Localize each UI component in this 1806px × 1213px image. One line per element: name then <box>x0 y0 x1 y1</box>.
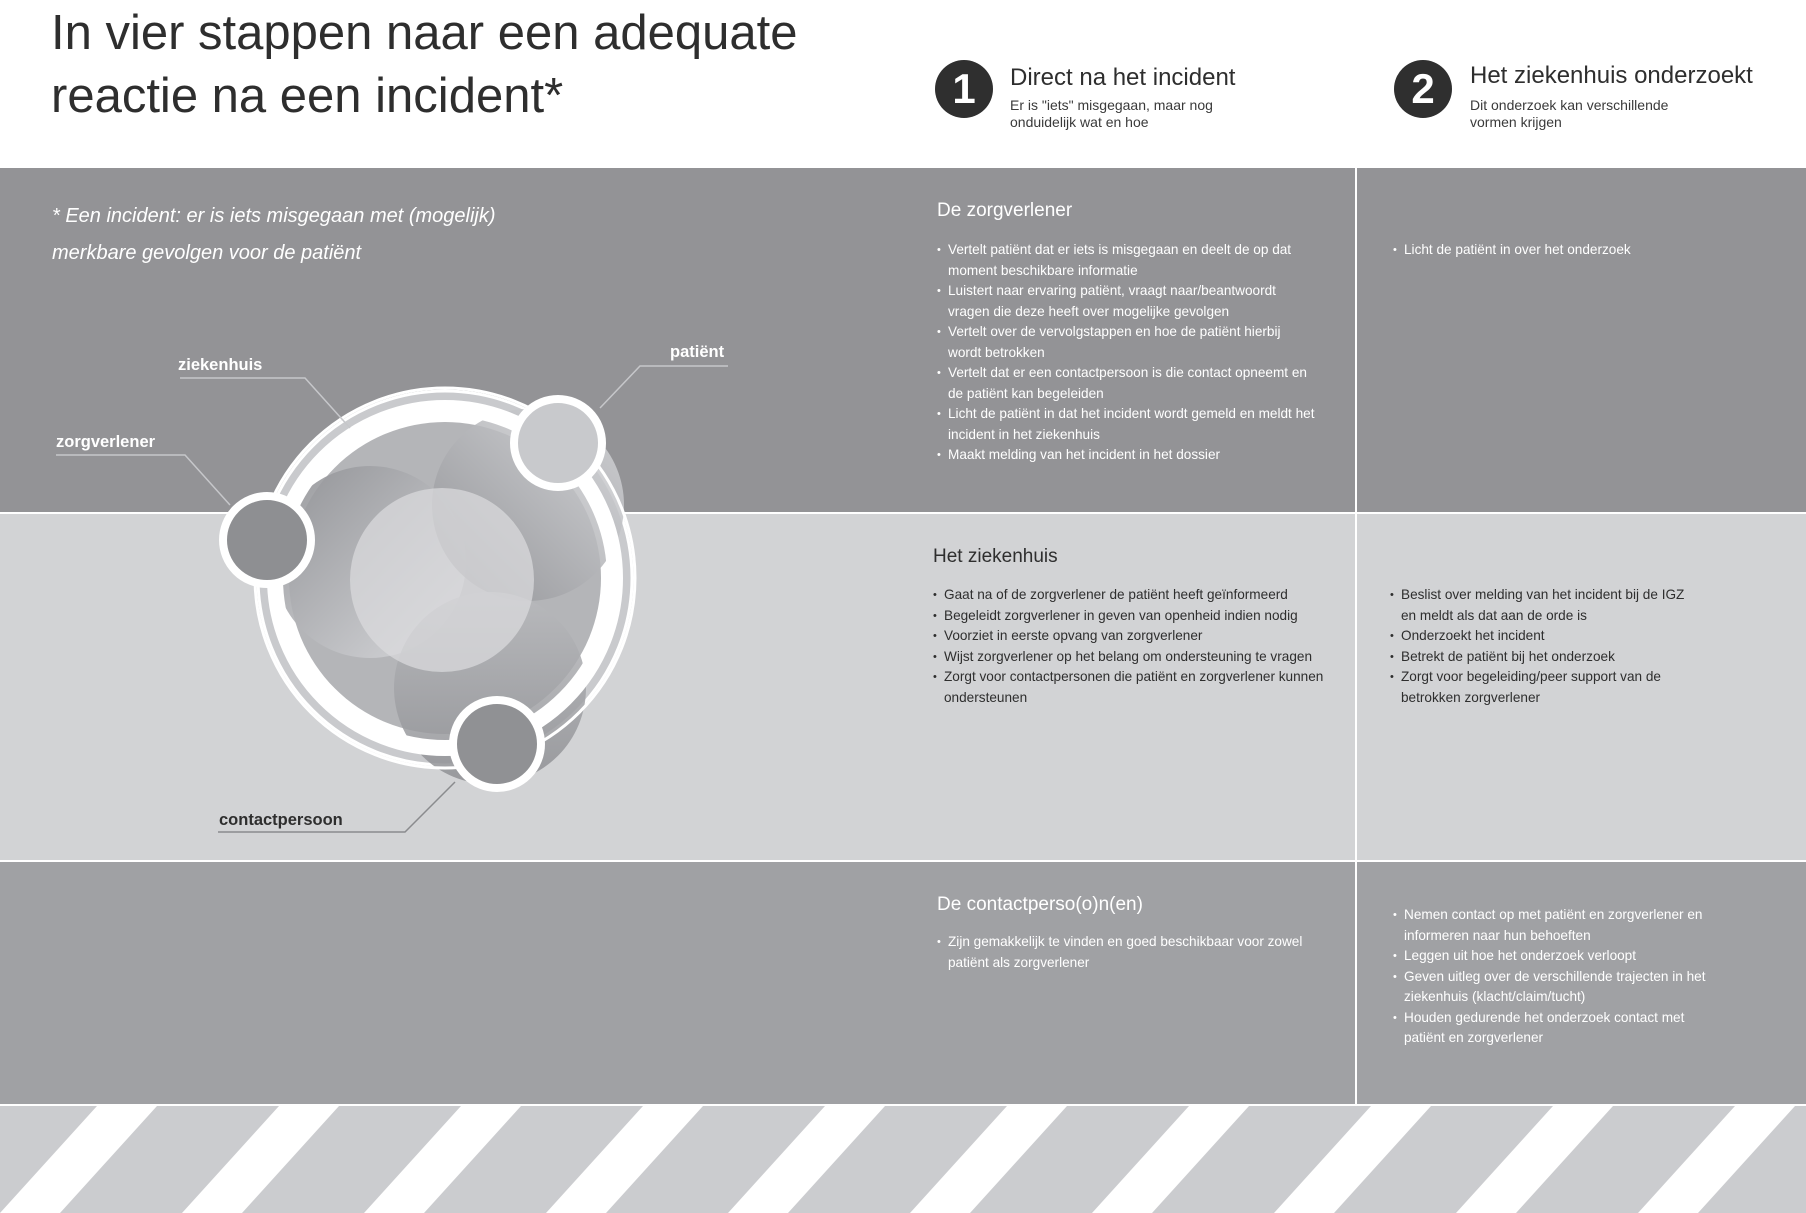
list-item: Licht de patiënt in over het onderzoek <box>1393 240 1773 261</box>
row-title-zorgverlener: De zorgverlener <box>937 200 1073 221</box>
list-item: Begeleidt zorgverlener in geven van open… <box>933 606 1348 627</box>
step-2-subtitle: Dit onderzoek kan verschillende vormen k… <box>1470 97 1669 130</box>
step-2-number: 2 <box>1394 60 1452 118</box>
label-zorgverlener: zorgverlener <box>56 433 156 451</box>
list-item: Zorgt voor begeleiding/peer support van … <box>1390 667 1690 708</box>
column-divider <box>1355 168 1357 1105</box>
list-item: Geven uitleg over de verschillende traje… <box>1393 967 1718 1008</box>
leader-line-patient <box>599 365 728 409</box>
list-item: Zorgt voor contactpersonen die patiënt e… <box>933 667 1348 708</box>
node-contactpersoon <box>449 696 545 792</box>
leader-line-contactpersoon <box>218 781 456 833</box>
list-item: Gaat na of de zorgverlener de patiënt he… <box>933 585 1348 606</box>
zorgverlener-step2-list: Licht de patiënt in over het onderzoek <box>1393 240 1773 261</box>
contactpersoon-step2-list: Nemen contact op met patiënt en zorgverl… <box>1393 905 1718 1049</box>
contactpersoon-step1-list: Zijn gemakkelijk te vinden en goed besch… <box>937 932 1307 973</box>
step-2-title: Het ziekenhuis onderzoekt <box>1470 62 1753 89</box>
label-patient: patiënt <box>670 343 725 361</box>
row-divider <box>0 860 1806 862</box>
stakeholder-diagram <box>56 365 728 833</box>
list-item: Houden gedurende het onderzoek contact m… <box>1393 1008 1718 1049</box>
list-item: Vertelt patiënt dat er iets is misgegaan… <box>937 240 1317 281</box>
row-title-contactpersoon: De contactperso(o)n(en) <box>937 894 1143 915</box>
leader-line-ziekenhuis <box>180 377 351 429</box>
step-1-number: 1 <box>935 60 993 118</box>
label-ziekenhuis: ziekenhuis <box>178 356 263 374</box>
list-item: Beslist over melding van het incident bi… <box>1390 585 1690 626</box>
label-contactpersoon: contactpersoon <box>219 811 343 829</box>
node-zorgverlener <box>219 492 315 588</box>
list-item: Betrekt de patiënt bij het onderzoek <box>1390 647 1690 668</box>
list-item: Luistert naar ervaring patiënt, vraagt n… <box>937 281 1317 322</box>
page-title: In vier stappen naar een adequate reacti… <box>51 6 798 123</box>
striped-band <box>0 1106 1806 1213</box>
list-item: Nemen contact op met patiënt en zorgverl… <box>1393 905 1718 946</box>
incident-definition-note: * Een incident: er is iets misgegaan met… <box>52 205 496 264</box>
row-title-ziekenhuis: Het ziekenhuis <box>933 546 1058 567</box>
ziekenhuis-step2-list: Beslist over melding van het incident bi… <box>1390 585 1690 708</box>
ziekenhuis-step1-list: Gaat na of de zorgverlener de patiënt he… <box>933 585 1348 708</box>
list-item: Voorziet in eerste opvang van zorgverlen… <box>933 626 1348 647</box>
list-item: Vertelt over de vervolgstappen en hoe de… <box>937 322 1317 363</box>
row-divider <box>0 1104 1806 1106</box>
zorgverlener-step1-list: Vertelt patiënt dat er iets is misgegaan… <box>937 240 1317 466</box>
center-overlap <box>350 488 534 672</box>
row-divider <box>0 512 1806 514</box>
list-item: Maakt melding van het incident in het do… <box>937 445 1317 466</box>
step-1-title: Direct na het incident <box>1010 64 1236 91</box>
list-item: Zijn gemakkelijk te vinden en goed besch… <box>937 932 1307 973</box>
list-item: Vertelt dat er een contactpersoon is die… <box>937 363 1317 404</box>
list-item: Leggen uit hoe het onderzoek verloopt <box>1393 946 1718 967</box>
leader-line-zorgverlener <box>56 454 231 506</box>
list-item: Licht de patiënt in dat het incident wor… <box>937 404 1317 445</box>
list-item: Onderzoekt het incident <box>1390 626 1690 647</box>
step-1-subtitle: Er is "iets" misgegaan, maar nog onduide… <box>1010 97 1213 130</box>
list-item: Wijst zorgverlener op het belang om onde… <box>933 647 1348 668</box>
node-patient <box>510 395 606 491</box>
